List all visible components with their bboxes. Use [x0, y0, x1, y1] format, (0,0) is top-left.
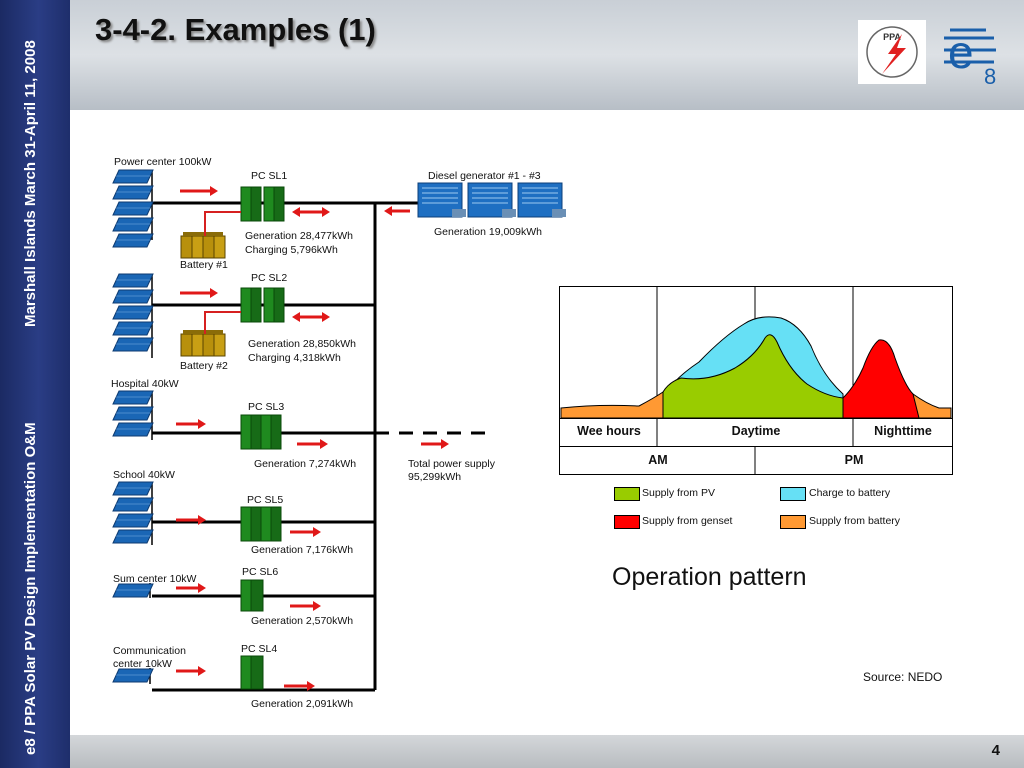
site-label-hospital: Hospital 40kW [111, 378, 179, 390]
e8-logo-8: 8 [984, 64, 996, 88]
generation-sl5: Generation 7,176kWh [251, 544, 354, 556]
legend-label-battery: Supply from battery [809, 515, 901, 527]
battery-1-label: Battery #1 [180, 259, 228, 271]
pc-label-sl6: PC SL6 [242, 566, 279, 578]
pc-label-sl4: PC SL4 [241, 643, 278, 655]
ppa-logo: PPA [858, 20, 926, 84]
pc-label-sl5: PC SL5 [247, 494, 284, 506]
legend-swatch-pv [614, 487, 640, 501]
genset-supply-area [842, 339, 920, 419]
sidebar: Marshall Islands March 31-April 11, 2008… [0, 0, 70, 768]
half-pm: PM [844, 453, 864, 467]
ppa-logo-text: PPA [883, 32, 901, 42]
e8-logo: e 8 [944, 26, 996, 88]
legend-label-charge: Charge to battery [809, 487, 891, 499]
operation-pattern-title: Operation pattern [612, 563, 807, 591]
legend-swatch-charge [780, 487, 806, 501]
legend-label-genset: Supply from genset [642, 515, 733, 527]
slide-title: 3-4-2. Examples (1) [95, 12, 376, 47]
pv-supply-area [662, 334, 844, 419]
diesel-generators [417, 182, 567, 218]
pc-boxes [240, 186, 285, 690]
pc-label-sl2: PC SL2 [251, 272, 288, 284]
site-label-school: School 40kW [113, 469, 175, 481]
e8-logo-e: e [948, 26, 974, 78]
pv-array-2 [112, 273, 154, 352]
diesel-label: Diesel generator #1 - #3 [428, 170, 541, 182]
legend-swatch-battery [780, 515, 806, 529]
charging-sl2: Charging 4,318kWh [248, 352, 341, 364]
operation-pattern-chart [559, 286, 953, 475]
total-supply-value: 95,299kWh [408, 471, 462, 483]
charging-sl1: Charging 5,796kWh [245, 244, 338, 256]
site-label-communication-center: Communication center 10kW [113, 645, 186, 670]
source-note: Source: NEDO [863, 670, 943, 684]
battery-supply-area-right [912, 393, 952, 419]
battery-supply-area-left [560, 391, 664, 419]
period-wee-hours: Wee hours [577, 424, 641, 438]
pv-array-1 [112, 169, 154, 248]
generation-sl3: Generation 7,274kWh [254, 458, 357, 470]
battery-2-label: Battery #2 [180, 360, 228, 372]
diesel-generation: Generation 19,009kWh [434, 226, 542, 238]
site-label-sum-center: Sum center 10kW [113, 573, 197, 585]
legend-swatch-genset [614, 515, 640, 529]
total-supply-label: Total power supply [408, 458, 495, 470]
legend-label-pv: Supply from PV [642, 487, 715, 499]
generation-sl2: Generation 28,850kWh [248, 338, 356, 350]
period-nighttime: Nighttime [874, 424, 932, 438]
pc-label-sl3: PC SL3 [248, 401, 285, 413]
generation-sl4: Generation 2,091kWh [251, 698, 354, 710]
site-label-power-center: Power center 100kW [114, 156, 212, 168]
pv-array-4 [112, 481, 154, 544]
page-number: 4 [991, 742, 1000, 759]
pc-label-sl1: PC SL1 [251, 170, 288, 182]
generation-sl6: Generation 2,570kWh [251, 615, 354, 627]
generation-sl1: Generation 28,477kWh [245, 230, 353, 242]
pv-array-3 [112, 390, 154, 437]
footer-bar [70, 735, 1024, 768]
flow-arrows [176, 186, 449, 691]
period-daytime: Daytime [731, 424, 781, 438]
half-am: AM [648, 453, 668, 467]
